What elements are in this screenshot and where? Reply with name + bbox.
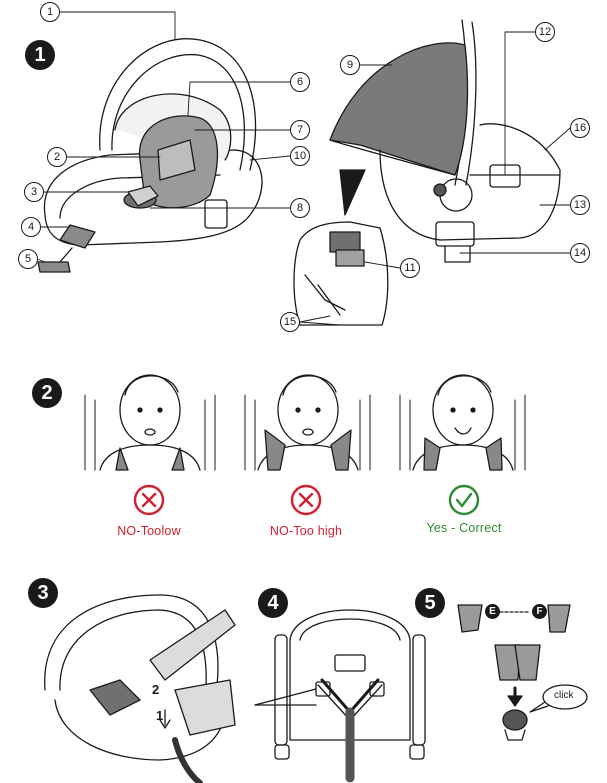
section-badge-3: 3 xyxy=(28,578,58,608)
callout-15: 15 xyxy=(280,312,300,332)
label-e: E xyxy=(485,604,500,619)
carrier-side-illustration xyxy=(293,16,561,326)
callout-13: 13 xyxy=(570,195,590,215)
callout-7: 7 xyxy=(290,120,310,140)
fit-check-illustrations xyxy=(84,374,526,471)
step3-label-2: 2 xyxy=(152,682,160,697)
verdict-too-low: NO-Toolow xyxy=(117,524,181,538)
check-circle-icon xyxy=(448,484,480,516)
section-badge-5: 5 xyxy=(415,588,445,618)
callout-14: 14 xyxy=(570,243,590,263)
buckle-illustration xyxy=(457,604,588,741)
callout-11: 11 xyxy=(400,258,420,278)
callout-5: 5 xyxy=(18,249,38,269)
cross-circle-icon xyxy=(290,484,322,516)
section-badge-1: 1 xyxy=(25,40,55,70)
callout-9: 9 xyxy=(340,55,360,75)
harness-front-illustration xyxy=(254,609,426,783)
label-f: F xyxy=(532,604,547,619)
verdict-correct: Yes - Correct xyxy=(426,521,502,535)
step3-label-1: 1 xyxy=(156,708,164,723)
callout-12: 12 xyxy=(535,22,555,42)
callout-6: 6 xyxy=(290,72,310,92)
carrier-illustration xyxy=(37,38,263,273)
adjust-harness-illustration xyxy=(44,594,236,783)
callout-4: 4 xyxy=(21,217,41,237)
callout-2: 2 xyxy=(47,147,67,167)
verdict-too-high: NO-Too high xyxy=(269,524,343,538)
callout-3: 3 xyxy=(24,182,44,202)
callout-1: 1 xyxy=(40,2,60,22)
section-badge-2: 2 xyxy=(32,378,62,408)
callout-16: 16 xyxy=(570,118,590,138)
callout-10: 10 xyxy=(290,146,310,166)
click-bubble-text: click xyxy=(554,690,574,701)
callout-8: 8 xyxy=(290,198,310,218)
cross-circle-icon xyxy=(133,484,165,516)
section-badge-4: 4 xyxy=(258,588,288,618)
